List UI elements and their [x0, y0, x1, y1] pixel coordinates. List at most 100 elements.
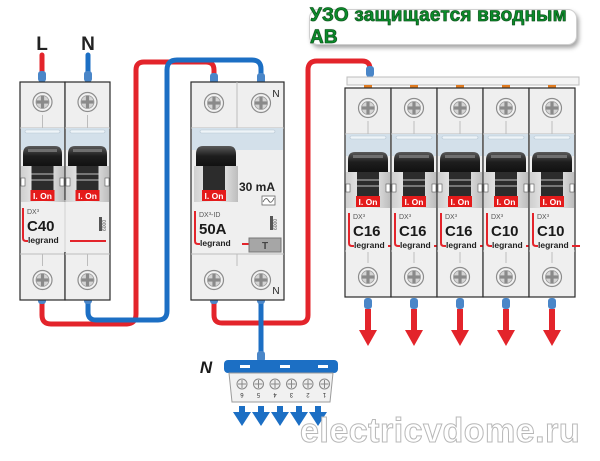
marking-text: 6000 [102, 220, 108, 231]
handle-line [76, 179, 99, 181]
on-indicator-label: I. On [451, 197, 470, 207]
on-indicator [540, 196, 564, 207]
ferrule [257, 351, 265, 362]
bus-slot [318, 365, 328, 368]
handle-line [357, 185, 379, 187]
handle-stem [403, 172, 425, 196]
bus-slot [240, 365, 250, 368]
window-highlight [487, 135, 525, 140]
title-banner: УЗО защищается вводным АВ [309, 5, 577, 48]
terminal-screw-icon [203, 269, 225, 291]
handle-line [31, 179, 54, 181]
input-line-label: L [36, 34, 48, 55]
phase-link-wire [39, 59, 217, 327]
outgoing-phase-wire [457, 309, 463, 330]
series-label: DX³ [491, 214, 504, 221]
terminal-screw-icon [250, 92, 272, 114]
terminal-screw-icon [203, 92, 225, 114]
rating-label-text: C10 [491, 223, 519, 240]
arrow-down-icon [252, 412, 270, 426]
handle-cap [196, 146, 236, 166]
label-panel [392, 208, 436, 252]
label-panel [484, 208, 528, 252]
screw-slot [408, 106, 420, 110]
neutral-bus-label: N [200, 358, 213, 377]
on-indicator-label: I. On [78, 191, 97, 201]
window-highlight [199, 129, 276, 134]
screw-slot [255, 101, 267, 105]
window [192, 128, 283, 150]
screw-slot [208, 278, 220, 282]
breaker-pole: I. On [482, 87, 530, 298]
line-ferrule [38, 71, 46, 82]
on-indicator [202, 190, 226, 201]
label-bracket [440, 213, 446, 247]
marking-text: 6000 [273, 219, 279, 230]
outgoing-neutral-wire [277, 406, 283, 413]
screw-slot [255, 278, 267, 282]
rcd-to-comb-wire [211, 58, 373, 326]
series-label: DX³ [353, 214, 366, 221]
terminal-number: 4 [273, 391, 277, 397]
latch [431, 183, 437, 193]
window-highlight [69, 129, 106, 134]
comb-tab [364, 85, 372, 88]
rating-label-text: C16 [353, 223, 381, 240]
window-highlight [441, 135, 479, 140]
handle-ridge [537, 155, 567, 158]
latch [569, 183, 575, 193]
latch [345, 183, 351, 193]
terminal-screw-icon [449, 266, 471, 288]
breaker-pole: I. On [64, 81, 111, 301]
outgoing-neutral-wire [315, 406, 321, 413]
handle-stem [541, 172, 563, 196]
on-indicator [402, 196, 426, 207]
handle-ridge [353, 155, 383, 158]
screw-slot [208, 101, 220, 105]
screw-slot [36, 278, 49, 282]
brand-label: legrand [492, 240, 523, 250]
series-label: DX³ [399, 214, 412, 221]
latch [65, 177, 71, 187]
outgoing-neutral-wire [239, 406, 245, 413]
label-bracket [194, 211, 200, 245]
handle-stem [203, 166, 225, 190]
terminal-number: 3 [289, 391, 293, 397]
screw-slot [81, 278, 94, 282]
arrow-down-icon [405, 330, 423, 346]
screw-slot [500, 106, 512, 110]
outgoing-phase-wire [411, 309, 417, 330]
arrow-down-icon [233, 412, 251, 426]
window [392, 134, 436, 156]
window-highlight [349, 135, 387, 140]
outgoing-phase-wire [503, 309, 509, 330]
ferrule [210, 73, 218, 84]
on-indicator-label: I. On [497, 197, 516, 207]
latch [437, 183, 443, 193]
comb-tab [548, 85, 556, 88]
bus-slot [280, 365, 290, 368]
comb-busbar [346, 76, 580, 86]
ac-wave [262, 197, 275, 203]
window [66, 128, 109, 150]
handle-stem [31, 166, 54, 190]
rating-label-text: C10 [537, 223, 565, 240]
arrow-down-icon [497, 330, 515, 346]
terminal-screw-icon [495, 97, 517, 119]
label-bracket [486, 213, 492, 247]
handle-line [76, 173, 99, 175]
handle-ridge [491, 155, 521, 158]
neutral-ferrule [84, 71, 92, 82]
screw-slot [81, 100, 94, 104]
label-panel [530, 208, 574, 252]
